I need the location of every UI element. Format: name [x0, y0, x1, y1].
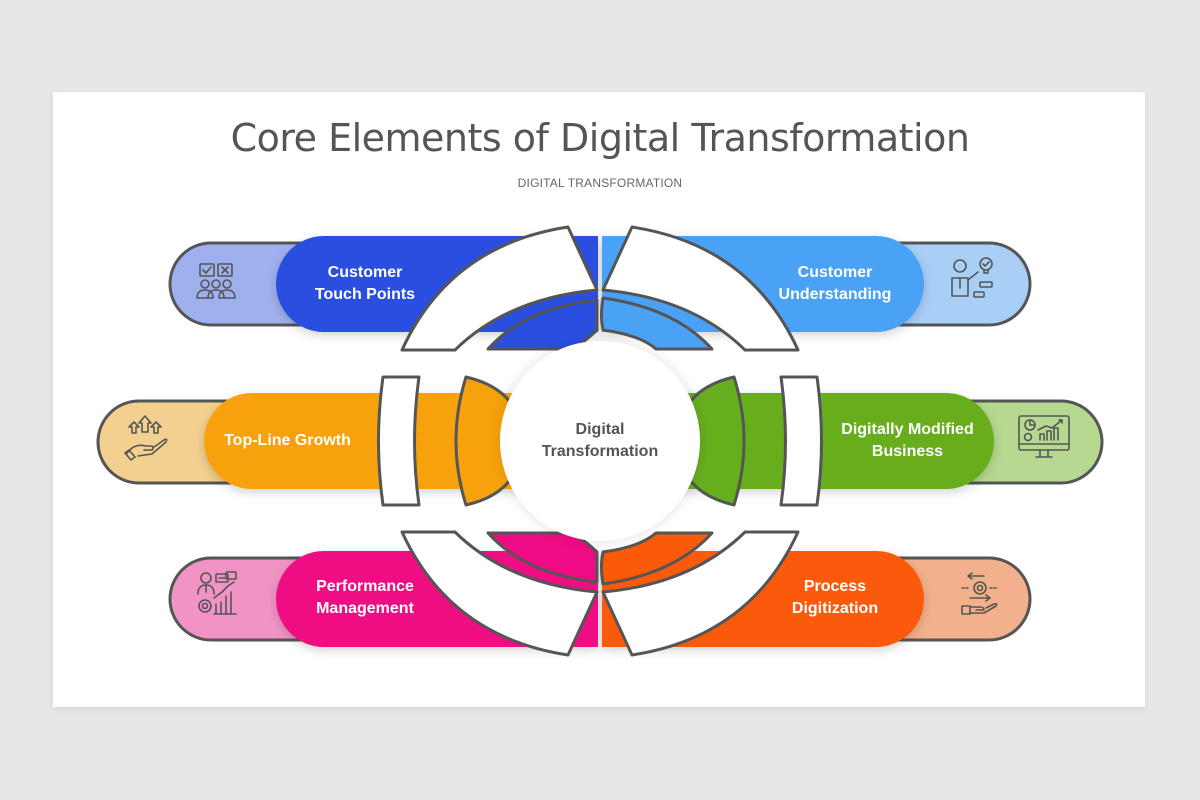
center-circle	[500, 341, 700, 541]
lens-customer-understanding	[600, 296, 714, 351]
page-title: Core Elements of Digital Transformation	[230, 116, 970, 160]
arc-mid-left	[377, 375, 421, 507]
arc-bottom-right	[601, 530, 800, 657]
monitor-analytics-icon	[1018, 415, 1070, 458]
arc-mid-right	[779, 375, 823, 507]
outer-arcs	[377, 225, 823, 657]
label-performance-management: Performance Management	[316, 578, 414, 617]
label-top-line-growth: Top-Line Growth	[224, 432, 351, 449]
manager-chart-icon	[197, 571, 237, 615]
arc-bottom-left	[400, 530, 599, 657]
pill-top-line-growth	[204, 393, 520, 489]
page-subtitle: DIGITAL TRANSFORMATION	[517, 176, 683, 190]
lens-process-digitization	[600, 531, 714, 586]
center-label: Digital Transformation	[541, 421, 659, 460]
label-digitally-modified-business: Digitally Modified Business	[841, 421, 974, 460]
presenter-idea-icon	[951, 257, 993, 298]
customer-feedback-icon	[196, 263, 236, 299]
label-process-digitization: Process Digitization	[791, 578, 879, 617]
arc-top-right	[601, 225, 800, 352]
arc-top-left	[400, 225, 599, 352]
process-gear-hand-icon	[961, 572, 999, 615]
growth-hand-icon	[124, 415, 168, 461]
pill-digitally-modified-business	[680, 393, 994, 489]
label-customer-touch-points: Customer Touch Points	[314, 264, 416, 303]
label-customer-understanding: Customer Understanding	[778, 264, 892, 303]
